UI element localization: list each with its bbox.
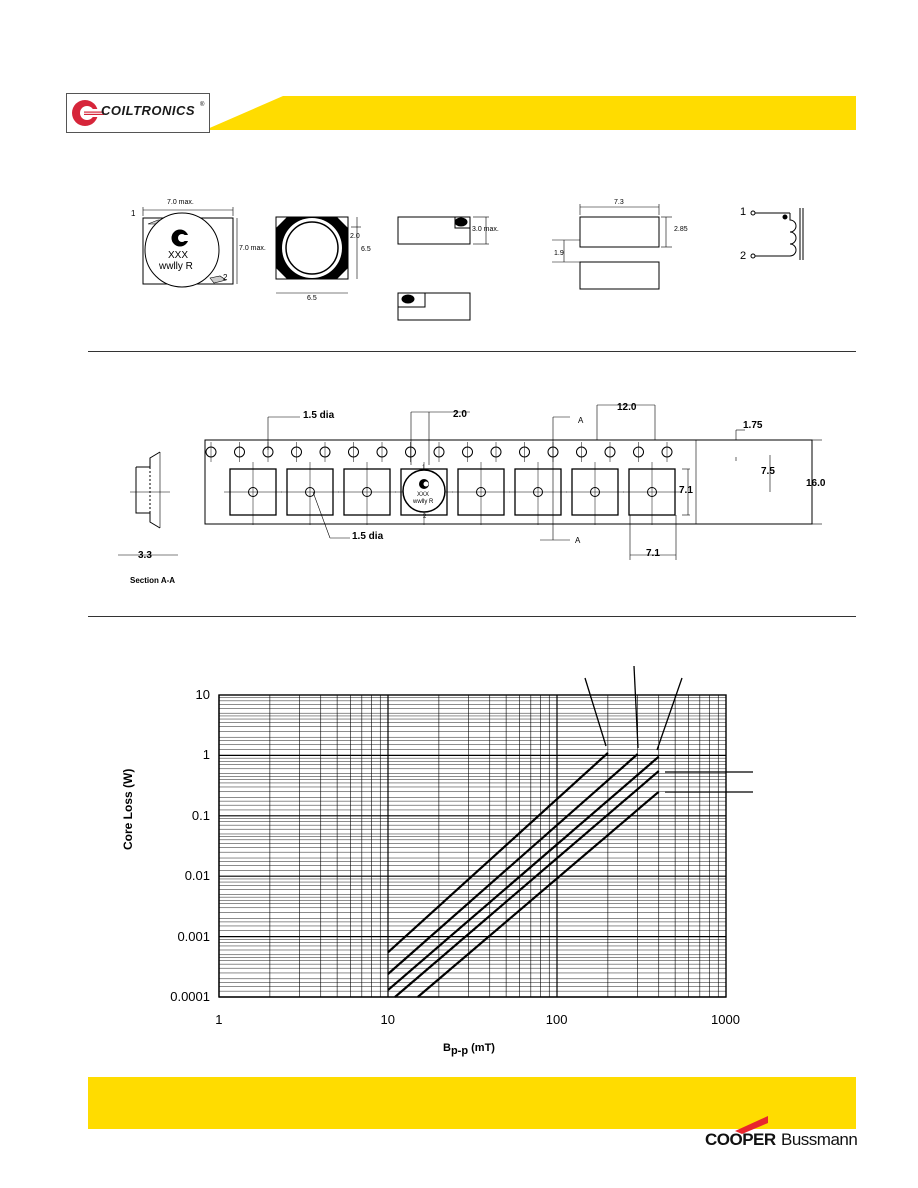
x-tick-label: 1000: [711, 1012, 740, 1027]
side-view-height-label: 3.0 max.: [472, 226, 499, 233]
bottom-view-height-label: 6.5: [361, 246, 371, 253]
section-divider-2: [88, 616, 856, 617]
footer-brand-cooper: COOPER: [705, 1130, 776, 1149]
y-tick-label: 10: [195, 687, 210, 702]
x-tick-label: 100: [545, 1012, 568, 1027]
tape-drawing: [204, 404, 822, 560]
schematic-pin2-label: 2: [740, 250, 747, 262]
plot-frame: [218, 694, 727, 998]
top-view-marking-line1: XXX: [168, 250, 189, 261]
pad-layout-drawing: [552, 204, 672, 290]
section-a-a-drawing: [118, 451, 178, 556]
series-line-1: [387, 752, 609, 954]
top-view-marking-line2: wwlly R: [159, 261, 193, 272]
bottom-view-drawing: [275, 216, 361, 294]
header-yellow-band: [205, 96, 856, 130]
logo-text: COILTRONICS: [101, 103, 196, 118]
footer-banner: [88, 1077, 856, 1134]
y-tick-label: 0.0001: [170, 989, 210, 1004]
tape-center-label: 7.5: [761, 466, 775, 477]
series-line-4: [394, 770, 660, 998]
tape-hole-dia-label: 1.5 dia: [303, 410, 335, 421]
cooper-bussmann-logo-mark-icon: [735, 1116, 768, 1134]
top-view-pin1-label: 1: [131, 209, 136, 218]
tape-part-marking-line1: XXX: [417, 492, 430, 498]
leader-line-1: [584, 677, 607, 747]
tape-part-pin1: 1: [422, 465, 426, 471]
top-view-pin2-label: 2: [223, 273, 228, 282]
x-axis-label-main: B: [443, 1042, 451, 1054]
y-tick-label: 0.001: [177, 928, 210, 944]
schematic-pin1-label: 1: [740, 206, 747, 218]
side-view-drawing: [397, 216, 489, 321]
tape-width-label: 16.0: [806, 478, 826, 489]
section-depth-label: 3.3: [138, 550, 152, 561]
x-tick-label: 1: [215, 1012, 223, 1027]
tape-part-in-pocket: [402, 469, 446, 513]
leader-line-2: [633, 665, 639, 749]
chart-y-axis-label: Core Loss (W): [121, 768, 135, 850]
top-view-drawing: [142, 207, 238, 288]
chart-x-axis-label: Bp-p (mT): [443, 1042, 495, 1057]
tape-pocket-height-label: 7.1: [679, 485, 693, 496]
tape-center-hole-label: 1.5 dia: [352, 531, 384, 542]
section-divider-1: [88, 351, 856, 352]
tape-part-pin2: 2: [423, 514, 427, 520]
x-tick-label: 10: [380, 1012, 395, 1027]
series-line-3: [387, 755, 660, 991]
tape-reel-diagram: [118, 404, 822, 560]
series-line-2: [387, 753, 639, 975]
footer-brand-bussmann: Bussmann: [781, 1130, 858, 1149]
tape-pitch-label: 2.0: [453, 409, 467, 420]
series-line-5: [417, 790, 660, 998]
header-banner: [205, 96, 856, 130]
schematic-drawing: [750, 208, 804, 260]
x-axis-label-sub: p-p: [450, 1045, 469, 1057]
pad-layout-width-label: 7.3: [614, 199, 624, 206]
mechanical-diagrams: [142, 204, 804, 321]
tape-section-mark-top: A: [578, 416, 584, 425]
top-view-width-label: 7.0 max.: [167, 199, 194, 206]
tape-pocket-width-label: 7.1: [646, 548, 660, 559]
top-view-height-label: 7.0 max.: [239, 245, 266, 252]
tape-part-marking-line2: wwlly R: [413, 499, 434, 505]
y-tick-label: 1: [202, 747, 210, 763]
tape-edge-label: 1.75: [743, 420, 763, 431]
logo-registered-mark: ®: [200, 102, 205, 108]
tape-section-mark-bottom: A: [575, 536, 581, 545]
y-tick-label: 0.01: [184, 868, 210, 884]
y-tick-label: 0.1: [191, 807, 210, 823]
section-title: Section A-A: [130, 576, 176, 585]
bottom-view-pad-label: 2.0: [350, 233, 360, 240]
coiltronics-logo-mark-icon: [72, 100, 104, 126]
bottom-view-width-label: 6.5: [307, 295, 317, 302]
leader-line-3: [656, 677, 683, 751]
core-loss-chart: [218, 665, 753, 998]
x-axis-label-unit: (mT): [471, 1042, 495, 1054]
tape-pocket-pitch-label: 12.0: [617, 402, 637, 413]
pad-layout-height-label: 2.85: [674, 226, 688, 233]
footer-yellow-band: [88, 1077, 856, 1129]
pad-layout-gap-label: 1.9: [554, 250, 564, 257]
